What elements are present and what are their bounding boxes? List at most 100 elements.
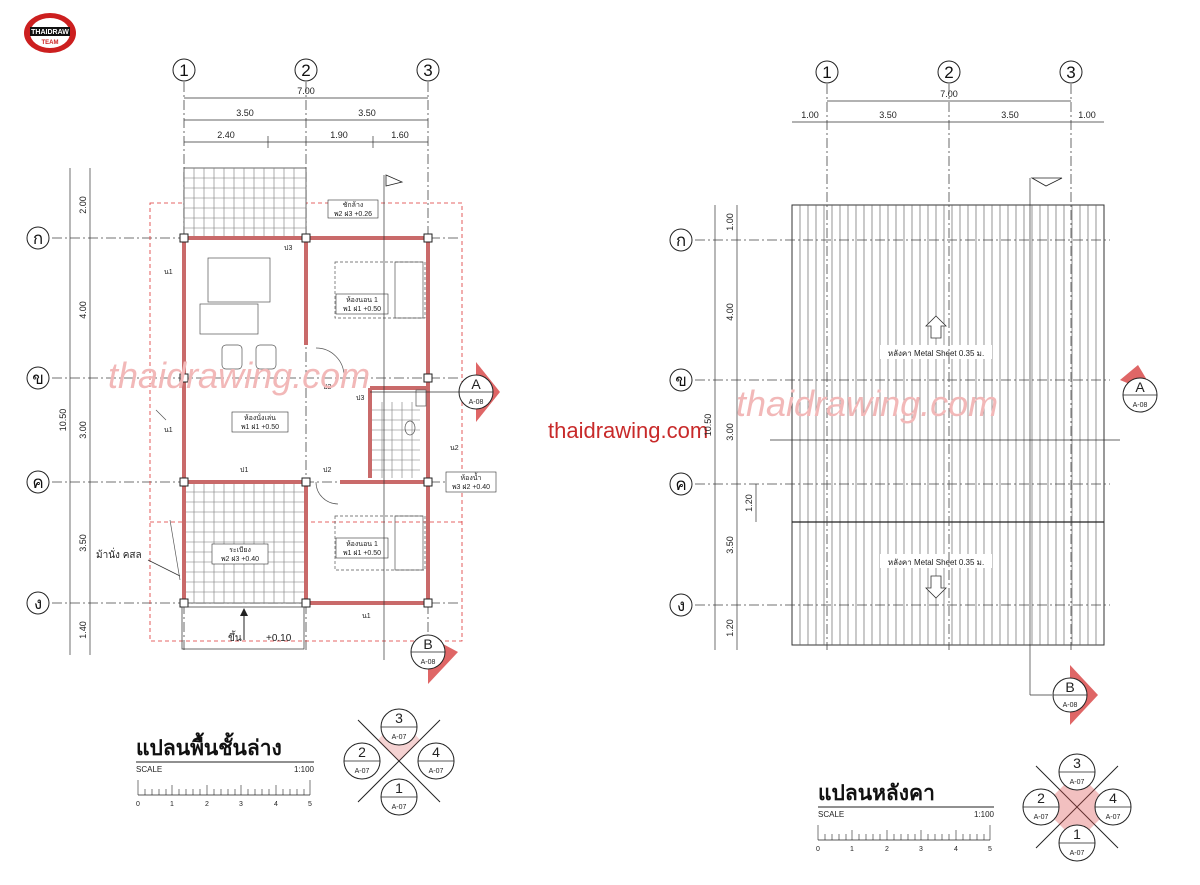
dim-v1: 2.00 [78,196,88,214]
floor-key-ref-1: A-07 [392,804,407,811]
floor-row-label-4: ง [34,594,42,613]
tag-n1-c: น1 [362,613,371,620]
floor-scale-label: SCALE [136,765,162,774]
roof-key-num-4: 4 [1109,790,1117,806]
bathroom-tiles [372,402,420,478]
floor-scale-tick-3: 3 [239,801,243,808]
floor-scale-tick-4: 4 [274,801,278,808]
tag-p4: ป3 [284,245,292,252]
terrace-tiles [183,481,307,604]
room-spec-bed2: พ1 ฝ1 +0.50 [343,550,381,557]
roof-section-b-ref: A-08 [1063,702,1078,709]
top-balcony-tiles [183,167,307,239]
roof-scale-tick-4: 4 [954,846,958,853]
room-name-terrace: ระเบียง [229,546,251,554]
floor-key-ref-2: A-07 [355,768,370,775]
room-name-bath: ห้องน้ำ [461,471,482,482]
floor-col-label-3: 3 [423,61,432,80]
floor-section-b-letter: B [423,636,432,652]
watermark-center: thaidrawing.com [548,418,708,443]
floor-section-b-marker: B A-08 [383,174,458,684]
roof-col-label-3: 3 [1066,63,1075,82]
floor-plan: 1 2 3 ก ข ค [26,58,500,816]
room-label-bed2: ห้องนอน 1 พ1 ฝ1 +0.50 [335,537,389,559]
floor-section-b-ref: A-08 [421,659,436,666]
roof-elevation-key: 3 A-07 2 A-07 4 A-07 1 A-07 [1022,753,1132,862]
roof-row-bubble-3: ค [669,472,693,496]
roof-top-dimensions: 7.00 1.00 3.50 3.50 1.00 [792,89,1104,123]
floor-top-dimensions: 7.00 3.50 3.50 2.40 1.90 1.60 [184,86,428,148]
tag-p1: ป1 [240,467,248,474]
floor-key-num-1: 1 [395,780,403,796]
floor-plan-title-block: แปลนพื้นชั้นล่าง SCALE 1:100 0 [136,732,315,808]
floor-left-dimensions: 10.50 2.00 4.00 3.00 3.50 1.40 [58,168,91,655]
roof-row-bubble-2: ข [669,368,693,392]
roof-dim-bay1: 3.50 [879,110,897,120]
dim-sub1: 2.40 [217,130,235,140]
floor-section-a-ref: A-08 [469,399,484,406]
roof-plan-title-block: แปลนหลังคา SCALE 1:100 0 1 [816,782,994,853]
roof-dim-total-w: 7.00 [940,89,958,99]
floor-key-ref-3: A-07 [392,734,407,741]
roof-scale-tick-1: 1 [850,846,854,853]
roof-col-bubble-2: 2 [937,60,961,84]
opening-tags: ป3 ป2 ป3 ป1 ป2 น1 น1 น2 น1 [164,245,459,620]
roof-scale-tick-3: 3 [919,846,923,853]
floor-key-ref-4: A-07 [429,768,444,775]
dim-v2: 4.00 [78,301,88,319]
roof-col-bubble-3: 3 [1059,60,1083,84]
roof-dim-v2: 4.00 [725,303,735,321]
floor-scale-ratio: 1:100 [294,765,315,774]
floor-plan-title: แปลนพื้นชั้นล่าง [136,732,282,760]
tag-n2: น2 [450,445,459,452]
dim-bay1: 3.50 [236,108,254,118]
roof-dim-overhang-l: 1.00 [801,110,819,120]
entry-steps: ขึ้น +0.10 [181,606,305,650]
roof-row-label-1: ก [676,231,686,250]
roof-key-ref-3: A-07 [1070,779,1085,786]
roof-dim-v5: 3.50 [725,536,735,554]
roof-plan-title: แปลนหลังคา [818,782,935,805]
roof-section-a-letter: A [1135,379,1145,395]
floor-col-label-1: 1 [179,61,188,80]
floor-section-a-marker: A A-08 [370,362,500,422]
entry-level: +0.10 [266,633,292,644]
roof-scale-ratio: 1:100 [974,810,995,819]
tag-p3: ป3 [356,395,364,402]
roof-row-label-3: ค [675,475,686,494]
roof-key-num-2: 2 [1037,790,1045,806]
room-spec-balcony: พ2 ฝ3 +0.26 [334,211,372,218]
roof-plan: 1 2 3 [669,60,1158,862]
tag-p2-b: ป2 [323,467,331,474]
roof-row-label-4: ง [677,596,685,615]
roof-col-bubble-1: 1 [815,60,839,84]
floor-col-label-2: 2 [301,61,310,80]
room-name-bed2: ห้องนอน 1 [346,540,378,548]
floor-key-num-4: 4 [432,744,440,760]
roof-section-b-marker: B A-08 [1029,177,1098,725]
roof-col-label-2: 2 [944,63,953,82]
floor-scale-tick-0: 0 [136,801,140,808]
roof-key-ref-4: A-07 [1106,814,1121,821]
floor-row-bubble-4: ง [26,591,50,615]
room-name-living: ห้องนั่งเล่น [244,413,276,422]
room-spec-living: พ1 ฝ1 +0.50 [241,424,279,431]
floor-row-label-1: ก [33,229,43,248]
roof-scale-tick-0: 0 [816,846,820,853]
tag-p2-a: ป2 [323,384,331,391]
room-label-living: ห้องนั่งเล่น พ1 ฝ1 +0.50 [231,411,289,433]
roof-key-ref-2: A-07 [1034,814,1049,821]
roof-dim-v3: 3.00 [725,423,735,441]
roof-row-bubble-4: ง [669,593,693,617]
room-label-bath: ห้องน้ำ พ3 ฝ2 +0.40 [445,471,497,493]
floor-scale-tick-1: 1 [170,801,174,808]
watermark-right: thaidrawing.com [736,383,998,424]
dim-sub3: 1.60 [391,130,409,140]
floor-row-bubble-2: ข [26,366,50,390]
roof-section-a-ref: A-08 [1133,402,1148,409]
floor-furniture [155,257,427,581]
dim-v3: 3.00 [78,421,88,439]
floor-scale-tick-5: 5 [308,801,312,808]
floor-row-label-2: ข [32,369,44,388]
